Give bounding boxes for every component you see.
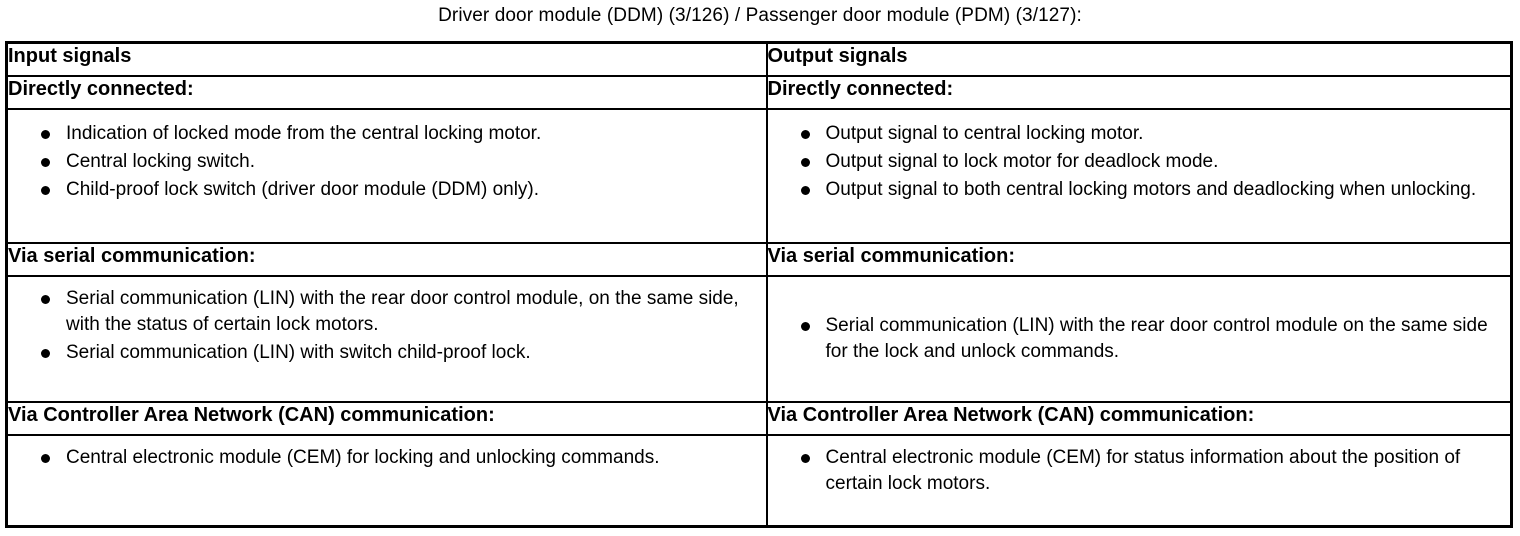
table-caption: Driver door module (DDM) (3/126) / Passe…	[438, 5, 1082, 26]
column-header-input-signals: Input signals	[6, 42, 768, 77]
bullet-icon	[41, 157, 50, 167]
bullet-icon	[41, 129, 50, 139]
table-header-row: Input signals Output signals	[6, 42, 1512, 77]
bullet-icon	[41, 294, 50, 304]
bullet-icon	[800, 157, 810, 167]
content-row-directly-connected: Indication of locked mode from the centr…	[6, 107, 1512, 244]
list-item-text: Output signal to both central locking mo…	[825, 178, 1477, 200]
bullet-list: Central electronic module (CEM) for lock…	[8, 436, 766, 480]
subheader-row-via-serial: Via serial communication: Via serial com…	[6, 241, 1512, 277]
subheader-output-via-serial: Via serial communication:	[765, 241, 1512, 277]
list-item-text: Serial communication (LIN) with the rear…	[825, 314, 1488, 362]
bullet-icon	[800, 129, 810, 139]
list-item: Serial communication (LIN) with the rear…	[800, 313, 1499, 365]
cell-output-via-can: Central electronic module (CEM) for stat…	[765, 433, 1512, 527]
list-item-text: Output signal to central locking motor.	[825, 122, 1144, 144]
bullet-icon	[800, 321, 810, 331]
list-item: Output signal to central locking motor.	[800, 121, 1499, 147]
list-item: Serial communication (LIN) with the rear…	[41, 286, 754, 338]
bullet-list: Serial communication (LIN) with the rear…	[8, 277, 766, 375]
cell-input-via-serial: Serial communication (LIN) with the rear…	[6, 274, 768, 403]
content-row-via-serial: Serial communication (LIN) with the rear…	[6, 274, 1512, 403]
subheader-row-directly-connected: Directly connected: Directly connected:	[6, 74, 1512, 110]
door-module-signals-table: Input signals Output signals Directly co…	[5, 41, 1513, 528]
list-item-text: Central electronic module (CEM) for stat…	[825, 446, 1461, 494]
list-item-text: Child-proof lock switch (driver door mod…	[66, 178, 540, 200]
list-item-text: Central locking switch.	[66, 150, 256, 172]
subheader-input-directly-connected: Directly connected:	[6, 74, 768, 110]
list-item-text: Serial communication (LIN) with switch c…	[66, 341, 531, 363]
subheader-output-via-can: Via Controller Area Network (CAN) commun…	[765, 400, 1512, 436]
bullet-icon	[41, 185, 50, 195]
content-row-via-can: Central electronic module (CEM) for lock…	[6, 433, 1512, 527]
cell-output-via-serial: Serial communication (LIN) with the rear…	[765, 274, 1512, 403]
list-item: Serial communication (LIN) with switch c…	[41, 340, 754, 366]
list-item-text: Indication of locked mode from the centr…	[66, 122, 542, 144]
list-item: Output signal to both central locking mo…	[800, 177, 1499, 203]
subheader-input-via-serial: Via serial communication:	[6, 241, 768, 277]
cell-output-directly-connected: Output signal to central locking motor. …	[765, 107, 1512, 244]
list-item: Child-proof lock switch (driver door mod…	[41, 177, 754, 203]
bullet-icon	[800, 453, 810, 463]
list-item: Output signal to lock motor for deadlock…	[800, 149, 1499, 175]
list-item-text: Central electronic module (CEM) for lock…	[66, 446, 660, 468]
column-header-output-signals: Output signals	[765, 42, 1512, 77]
cell-input-directly-connected: Indication of locked mode from the centr…	[6, 107, 768, 244]
bullet-list: Serial communication (LIN) with the rear…	[768, 304, 1511, 374]
list-item-text: Serial communication (LIN) with the rear…	[66, 287, 739, 335]
list-item-text: Output signal to lock motor for deadlock…	[825, 150, 1219, 172]
bullet-list: Central electronic module (CEM) for stat…	[768, 436, 1511, 506]
list-item: Central electronic module (CEM) for lock…	[41, 445, 754, 471]
bullet-icon	[41, 348, 50, 358]
subheader-row-via-can: Via Controller Area Network (CAN) commun…	[6, 400, 1512, 436]
list-item: Central electronic module (CEM) for stat…	[800, 445, 1499, 497]
subheader-input-via-can: Via Controller Area Network (CAN) commun…	[6, 400, 768, 436]
bullet-list: Indication of locked mode from the centr…	[8, 110, 766, 214]
bullet-icon	[800, 185, 810, 195]
subheader-output-directly-connected: Directly connected:	[765, 74, 1512, 110]
list-item: Indication of locked mode from the centr…	[41, 121, 754, 147]
cell-input-via-can: Central electronic module (CEM) for lock…	[6, 433, 768, 527]
bullet-icon	[41, 453, 50, 463]
list-item: Central locking switch.	[41, 149, 754, 175]
bullet-list: Output signal to central locking motor. …	[768, 110, 1511, 214]
